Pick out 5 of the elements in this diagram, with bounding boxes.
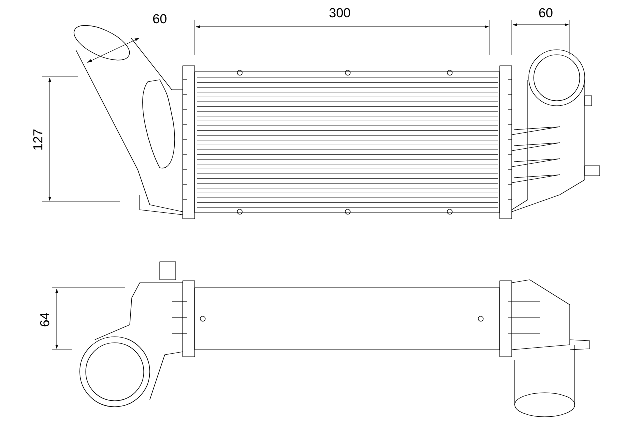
dimension-label: 64: [40, 313, 50, 327]
dimension-label: 60: [539, 8, 553, 18]
dimension-label: 300: [330, 8, 350, 18]
dimension-label: 60: [153, 14, 167, 24]
dimension-label: 127: [33, 130, 43, 150]
